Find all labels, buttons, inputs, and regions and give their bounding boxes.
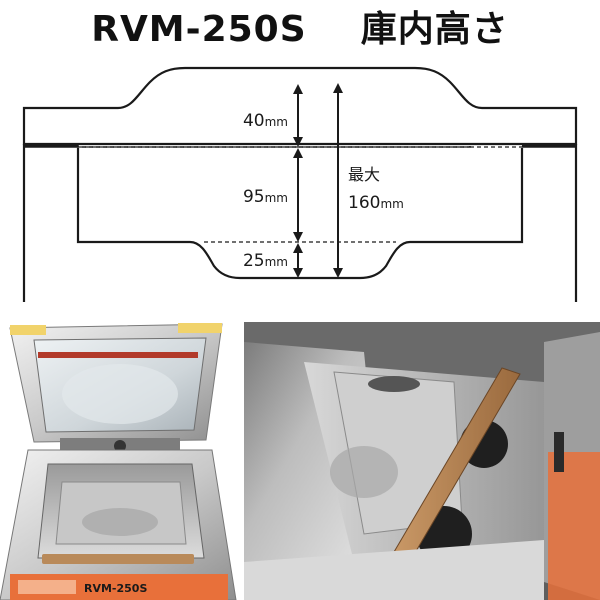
side-switch (554, 432, 564, 472)
dimension-arrow-middle (293, 148, 303, 242)
chamber-floor-reflection (330, 446, 398, 498)
front-panel-logo (18, 580, 76, 594)
label-total-height: 160mm (348, 193, 404, 213)
dimension-arrow-top (293, 84, 303, 147)
front-panel-brand: RVM-250S (84, 582, 147, 595)
lid-outline (22, 66, 578, 146)
chamber-floor-shadow (82, 508, 158, 536)
page-title: RVM-250S 庫内高さ (91, 9, 509, 50)
label-max: 最大 (348, 165, 380, 184)
label-bottom-height: 25mm (243, 251, 288, 271)
machine-front-lip (244, 540, 544, 600)
knob (114, 440, 126, 452)
wood-seal-bar (42, 554, 194, 564)
product-photo-chamber-closeup-svg (244, 322, 600, 600)
product-photo-open-machine-svg: RVM-250S (0, 322, 238, 600)
chamber-outline (76, 148, 524, 280)
product-photo-open-machine: RVM-250S (0, 322, 238, 600)
lid-tape-right (178, 323, 222, 333)
chamber-cross-section-diagram: 40mm 95mm 25mm 最大 160mm (0, 56, 600, 308)
orange-side-panel (548, 452, 600, 600)
lid-tape-left (10, 325, 46, 335)
diagram-svg: 40mm 95mm 25mm 最大 160mm (22, 66, 578, 302)
label-top-height: 40mm (243, 111, 288, 131)
label-middle-height: 95mm (243, 187, 288, 207)
dimension-arrow-total (333, 83, 343, 278)
dimension-arrow-bottom (293, 243, 303, 278)
product-photo-chamber-closeup (244, 322, 600, 600)
lid-seal-bar (38, 352, 198, 358)
lid-dome (62, 364, 178, 424)
chamber-hole (368, 376, 420, 392)
